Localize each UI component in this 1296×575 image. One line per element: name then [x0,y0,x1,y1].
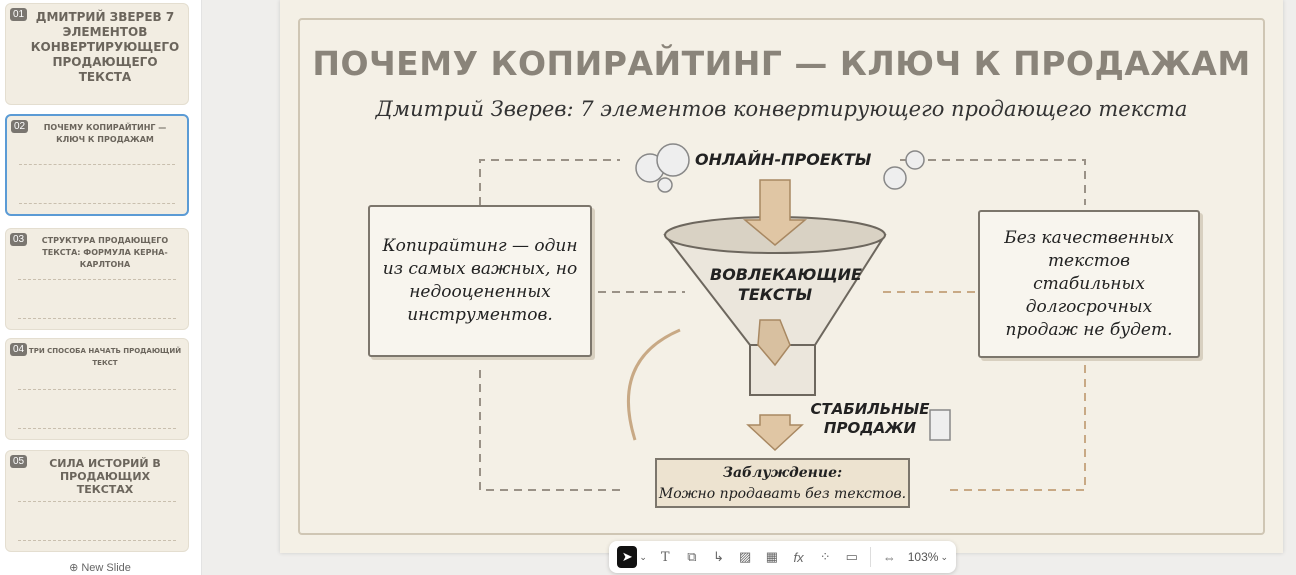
slide-number: 04 [10,343,28,356]
slide-thumb-title: СИЛА ИСТОРИЙ В ПРОДАЮЩИХ ТЕКСТАХ [49,457,161,496]
table-tool-icon[interactable]: ▦ [765,549,778,564]
slide-number: 03 [10,233,28,246]
dashed-arrow [900,159,1086,205]
slide-number: 01 [10,8,28,21]
slide-canvas[interactable]: ПОЧЕМУ КОПИРАЙТИНГ — КЛЮЧ К ПРОДАЖАМ Дми… [280,0,1283,553]
formula-tool-icon[interactable]: fx [793,549,804,565]
slide-thumb-title: ТРИ СПОСОБА НАЧАТЬ ПРОДАЮЩИЙ ТЕКСТ [28,347,182,367]
editor-toolbar: ➤⌄ T ⧉ ↳ ▨ ▦ fx ⁘ ▭ ⇔ 103%⌄ [609,541,956,573]
curved-arrow [627,328,681,441]
embed-tool-icon[interactable]: ▭ [845,549,858,564]
gears-icon [883,166,907,190]
zoom-level-dropdown[interactable]: 103% [907,550,939,564]
select-tool-icon[interactable]: ➤ [617,546,638,568]
dashed-arrow [479,159,620,205]
connector-tool-icon[interactable]: ↳ [713,549,724,564]
slide-number: 02 [11,120,29,133]
dashed-arrow [950,365,1086,491]
arrow-down-icon [746,414,804,452]
slide-thumbnail-5[interactable]: 05 СИЛА ИСТОРИЙ В ПРОДАЮЩИХ ТЕКСТАХ [5,450,189,552]
banner-text: Можно продавать без текстов. [658,486,907,502]
right-text-box[interactable]: Без качественных текстов стабильных долг… [978,210,1200,358]
thumb-diagram [18,389,176,429]
shapes-tool-icon[interactable]: ⧉ [687,549,697,564]
slide-thumb-title: ПОЧЕМУ КОПИРАЙТИНГ — КЛЮЧ К ПРОДАЖАМ [43,123,167,144]
chevron-down-icon[interactable]: ⌄ [940,551,948,562]
slide-title[interactable]: ПОЧЕМУ КОПИРАЙТИНГ — КЛЮЧ К ПРОДАЖАМ [312,44,1251,83]
slide-frame [298,18,1265,535]
thumb-diagram [18,279,176,319]
online-projects-label: ОНЛАЙН-ПРОЕКТЫ [695,150,872,169]
fit-width-icon[interactable]: ⇔ [882,549,896,565]
sales-label: СТАБИЛЬНЫЕ ПРОДАЖИ [810,400,930,437]
components-tool-icon[interactable]: ⁘ [819,549,831,564]
thumb-diagram [19,164,175,204]
slide-thumb-title: ДМИТРИЙ ЗВЕРЕВ 7 ЭЛЕМЕНТОВ КОНВЕРТИРУЮЩЕ… [30,10,180,84]
banner-title: Заблуждение: [722,465,843,481]
funnel-diagram [479,143,1086,491]
thumb-diagram [18,501,176,541]
slide-number: 05 [10,455,28,468]
funnel-label: ВОВЛЕКАЮЩИЕ ТЕКСТЫ [710,265,862,304]
chevron-down-icon[interactable]: ⌄ [639,551,647,562]
slide-thumbnail-2[interactable]: 02 ПОЧЕМУ КОПИРАЙТИНГ — КЛЮЧ К ПРОДАЖАМ [5,114,189,216]
slide-thumb-title: СТРУКТУРА ПРОДАЮЩЕГО ТЕКСТА: ФОРМУЛА КЕР… [41,236,169,269]
slide-subtitle[interactable]: Дмитрий Зверев: 7 элементов конвертирующ… [375,97,1188,121]
misconception-banner[interactable]: Заблуждение: Можно продавать без текстов… [655,458,910,508]
arrow-down-icon [742,179,808,246]
text-tool-icon[interactable]: T [660,549,670,565]
image-tool-icon[interactable]: ▨ [739,549,752,564]
toolbar-divider [870,547,872,567]
left-text-box[interactable]: Копирайтинг — один из самых важных, но н… [368,205,592,357]
new-slide-button[interactable]: ⊕ New Slide [69,562,131,574]
coins-chart-icon [929,409,951,441]
dashed-arrow [479,370,625,491]
slide-thumbnail-3[interactable]: 03 СТРУКТУРА ПРОДАЮЩЕГО ТЕКСТА: ФОРМУЛА К… [5,228,189,330]
